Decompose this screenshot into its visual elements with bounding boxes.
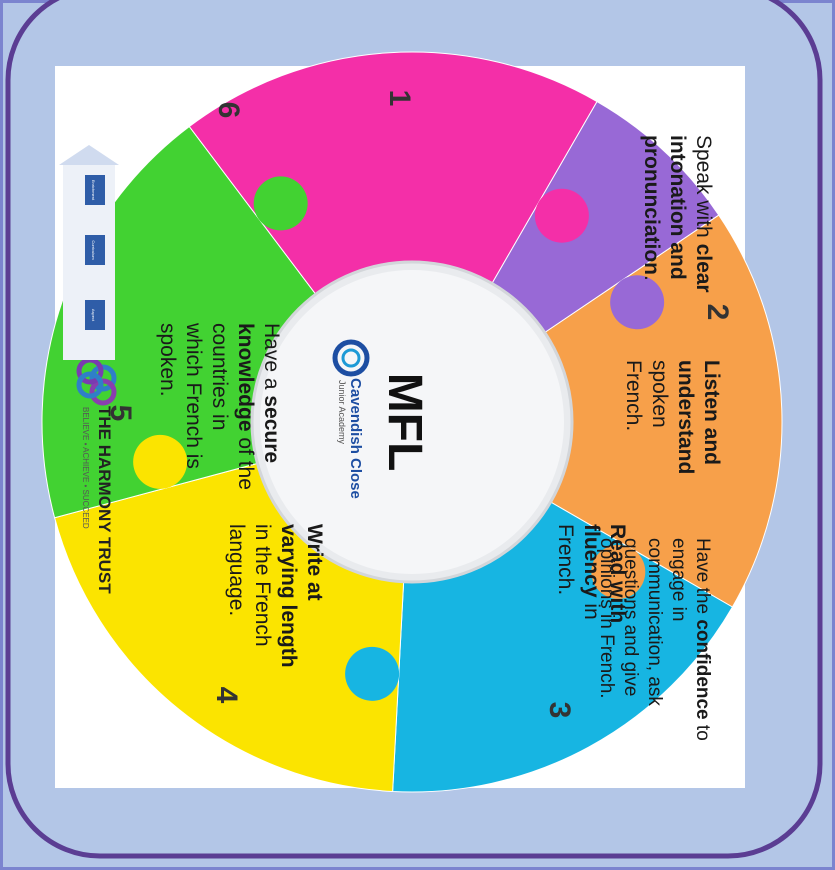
segment-text-1: Speak with clearintonation andpronunciat… <box>640 135 715 293</box>
step-label: Aspect <box>91 309 96 322</box>
puzzle-knob <box>610 275 665 330</box>
school-name: Cavendish Close <box>347 378 364 499</box>
segment-number-4: 4 <box>210 687 243 704</box>
center-hub: MFL Cavendish Close Junior Academy <box>250 260 574 584</box>
hub-disc <box>260 270 564 574</box>
segment-text-4: Read withfluency inFrench. <box>554 524 629 623</box>
school-logo-icon <box>332 339 370 377</box>
puzzle-knob <box>345 646 400 701</box>
puzzle-knob <box>253 176 308 231</box>
rotated-content: MFL Cavendish Close Junior Academy 1 2 3 4 5… <box>41 51 783 793</box>
segment-number-1: 1 <box>383 90 416 107</box>
segment-text-5: Write atvarying lengthin the Frenchlangu… <box>225 524 326 668</box>
trust-tagline: BELIEVE • ACHIEVE • SUCCEED <box>81 407 90 529</box>
step-label: Curriculum <box>91 240 96 260</box>
progress-steps: Enrichment Curriculum Aspect <box>59 145 119 360</box>
page-title: MFL <box>378 373 431 472</box>
trust-name: THE HARMONY TRUST <box>95 406 114 594</box>
puzzle-knob <box>534 188 589 243</box>
segment-number-2: 2 <box>701 304 734 321</box>
school-logo: Cavendish Close Junior Academy <box>332 339 370 499</box>
segment-text-6: Have a secureknowledge of thecountries i… <box>156 322 283 490</box>
segment-number-6: 6 <box>212 102 245 119</box>
puzzle-knob <box>133 434 188 489</box>
school-subtitle: Junior Academy <box>337 380 347 445</box>
segment-number-3: 3 <box>543 702 576 719</box>
puzzle-knob <box>591 544 646 599</box>
step-label: Enrichment <box>91 180 96 201</box>
footer: THE HARMONY TRUST BELIEVE • ACHIEVE • SU… <box>59 145 119 594</box>
segment-text-3: Have the confidence toengage incommunica… <box>596 538 713 741</box>
segment-text-2: Listen andunderstandspokenFrench. <box>622 360 723 474</box>
segment-number-5: 5 <box>104 405 137 422</box>
arrow-up-icon <box>59 145 119 165</box>
